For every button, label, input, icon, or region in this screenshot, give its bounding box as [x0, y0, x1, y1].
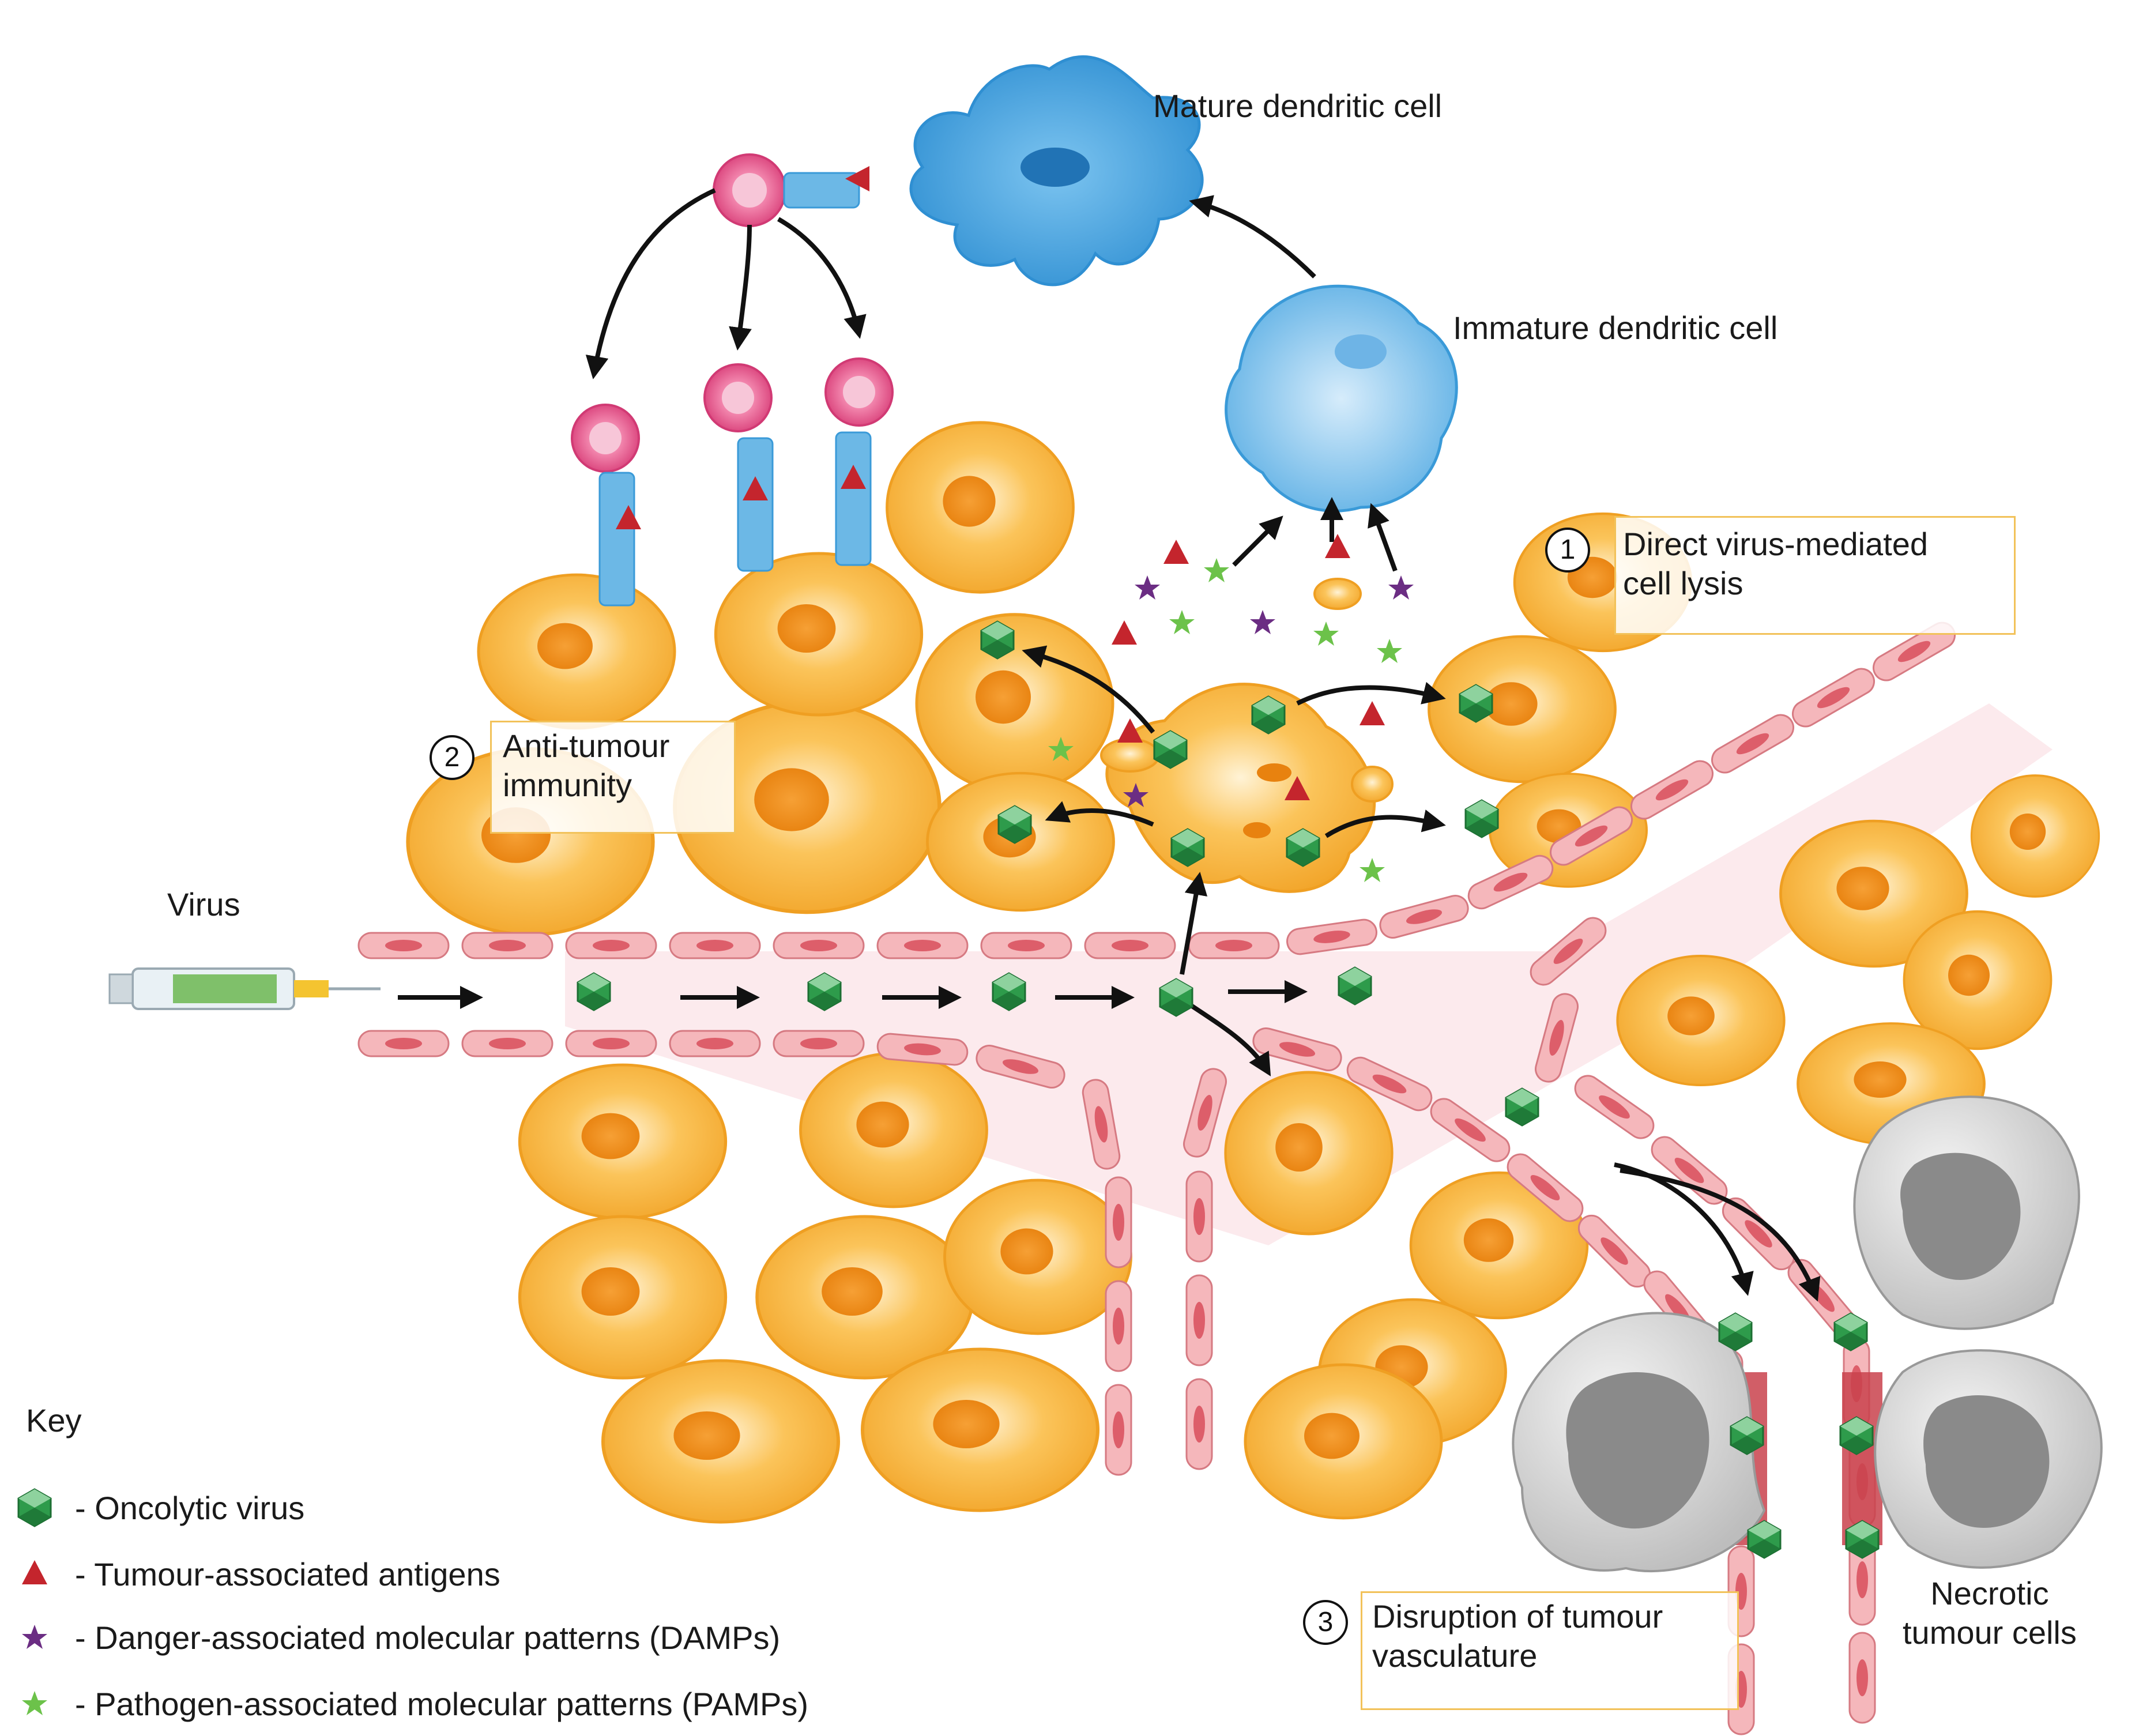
key-title: Key [26, 1402, 82, 1438]
damp-star-icon [22, 1625, 47, 1649]
mature-dendritic-cell-icon [909, 55, 1204, 287]
immature-dendritic-cell-label: Immature dendritic cell [1453, 310, 1778, 346]
step-3-number: 3 [1303, 1600, 1348, 1645]
necrotic-label-line1: Necrotic [1930, 1575, 2049, 1611]
step-1-text: Direct virus-mediated cell lysis [1623, 525, 1928, 604]
necrotic-label-line2: tumour cells [1903, 1614, 2077, 1651]
tumour-cells-right [1618, 774, 2100, 1144]
necrotic-tumour-cells [1512, 1095, 2103, 1573]
mature-dendritic-cell-label: Mature dendritic cell [1153, 88, 1443, 124]
lysing-tumour-cell [1100, 578, 1394, 893]
step-1-line2: cell lysis [1623, 565, 1743, 602]
pamp-star-icon [22, 1691, 47, 1715]
step-2-line2: immunity [503, 767, 632, 804]
virus-label: Virus [167, 886, 240, 922]
oncolytic-virus-icon [17, 1488, 52, 1527]
step-3-text: Disruption of tumour vasculature [1372, 1597, 1663, 1676]
step-2-number: 2 [430, 735, 475, 780]
step-1-line1: Direct virus-mediated [1623, 526, 1929, 562]
step-3-box [1361, 1591, 1739, 1710]
step-3-line1: Disruption of tumour [1372, 1598, 1663, 1635]
tumour-antigen-icon [22, 1560, 47, 1584]
flow-arrows [398, 188, 1821, 1302]
step-3-line2: vasculature [1372, 1637, 1538, 1674]
key-item-text: - Pathogen-associated molecular patterns… [75, 1686, 808, 1722]
key-item-text: - Tumour-associated antigens [75, 1556, 500, 1592]
step-2-box [490, 721, 736, 834]
key-item-text: - Danger-associated molecular patterns (… [75, 1620, 781, 1656]
step-1-number: 1 [1545, 528, 1590, 573]
key-icons [17, 1488, 52, 1715]
syringe-icon [108, 967, 381, 1010]
step-2-text: Anti-tumour immunity [503, 726, 669, 805]
immature-dendritic-cell-icon [1225, 284, 1458, 513]
t-cells [571, 153, 894, 607]
step-2-line1: Anti-tumour [503, 728, 670, 764]
necrotic-label: Necrotic tumour cells [1903, 1574, 2077, 1653]
step-1-box [1614, 516, 2016, 635]
key-item-text: - Oncolytic virus [75, 1490, 305, 1526]
